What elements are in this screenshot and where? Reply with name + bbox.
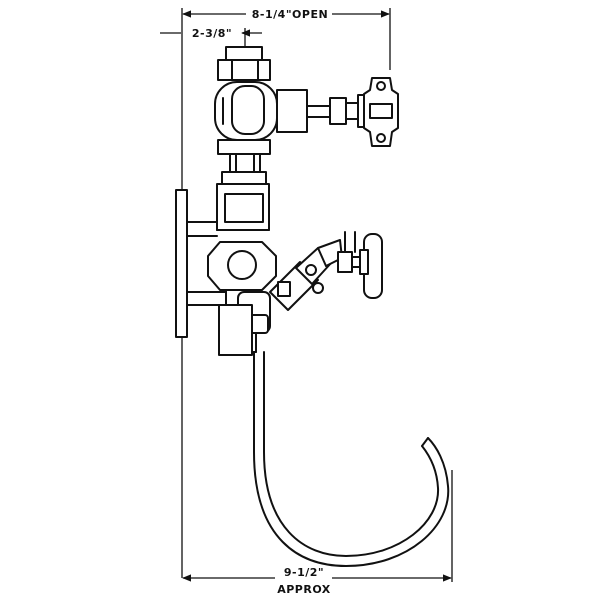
- lower-nut-fitting: [207, 241, 277, 291]
- dimension-top: 8-1/4"OPEN: [181, 8, 391, 70]
- dim-bottom-label: 9-1/2": [284, 566, 324, 579]
- upper-connector: [217, 139, 271, 185]
- dim-bottom-sub: APPROX: [277, 583, 331, 596]
- flexible-hose: [253, 351, 450, 567]
- dim-top-label: 8-1/4"OPEN: [252, 8, 328, 21]
- upper-stem: [276, 89, 369, 133]
- top-cap: [217, 46, 271, 81]
- upper-valve-body: [214, 81, 278, 141]
- wall-bracket: [218, 304, 253, 356]
- middle-body: [216, 183, 270, 231]
- upper-handwheel: [363, 77, 399, 147]
- dimension-bottom: 9-1/2" APPROX: [182, 470, 453, 596]
- angle-stop-valve: [269, 231, 365, 311]
- dim-small-label: 2-3/8": [192, 27, 232, 40]
- wall-flange: [175, 189, 227, 338]
- lower-handwheel: [359, 233, 383, 299]
